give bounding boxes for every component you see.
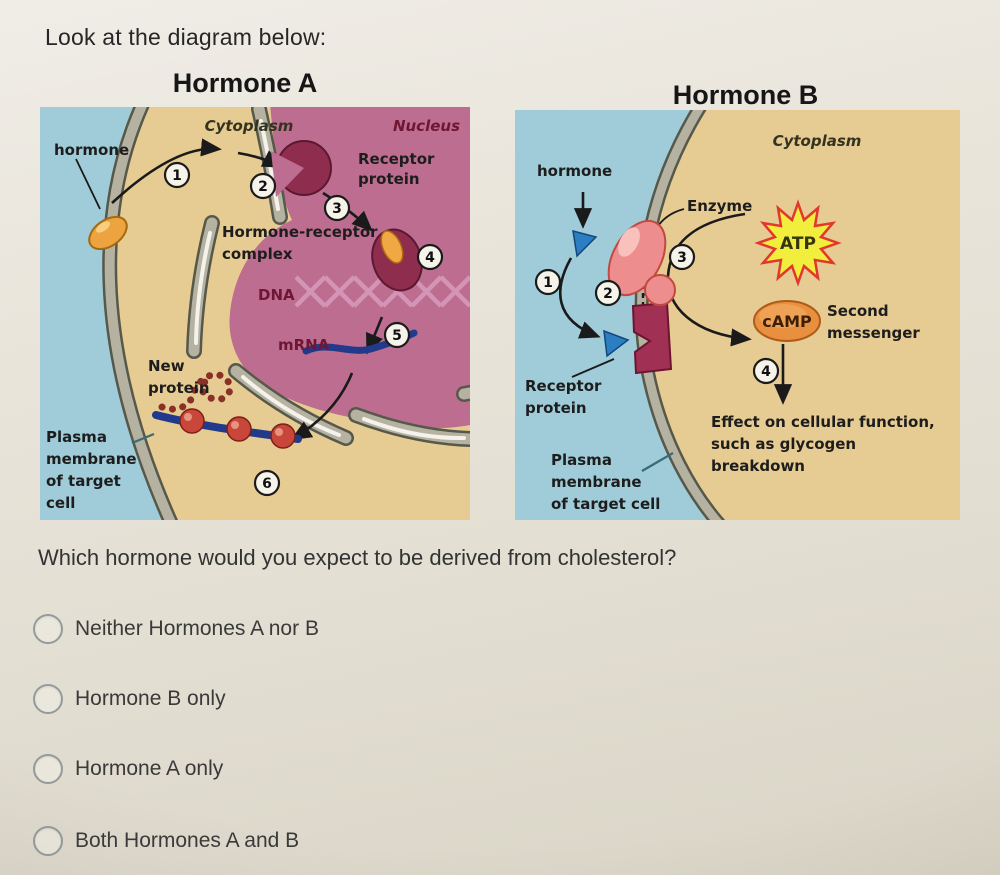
svg-text:3: 3 (677, 250, 687, 266)
label-plasma-membrane-b1: Plasma (551, 451, 612, 469)
option-row-3[interactable]: Hormone A only (33, 754, 223, 784)
diagram-hormone-b: ATP cAMP Cytoplasm hormone Enzyme Second… (515, 110, 960, 520)
radio-option-1[interactable] (33, 614, 63, 644)
option-row-1[interactable]: Neither Hormones A nor B (33, 614, 319, 644)
radio-option-4[interactable] (33, 826, 63, 856)
svg-text:6: 6 (262, 476, 272, 492)
label-plasma-membrane-a3: of target (46, 472, 121, 490)
label-plasma-membrane-a4: cell (46, 494, 75, 512)
option-row-4[interactable]: Both Hormones A and B (33, 826, 299, 856)
svg-text:2: 2 (258, 179, 268, 195)
step-circle-b2: 2 (594, 279, 622, 307)
question-text: Which hormone would you expect to be der… (38, 545, 677, 570)
label-plasma-membrane-a1: Plasma (46, 428, 107, 446)
label-hr-complex-1: Hormone-receptor (222, 223, 378, 241)
option-row-2[interactable]: Hormone B only (33, 684, 226, 714)
step-circle-b4: 4 (752, 357, 780, 385)
label-hormone-b: hormone (537, 162, 612, 180)
enzyme-shape (607, 219, 676, 306)
label-receptor-protein-b1: Receptor (525, 377, 602, 395)
option-label-3[interactable]: Hormone A only (75, 757, 224, 780)
plasma-membrane-a (102, 107, 179, 520)
label-receptor-protein-a2: protein (358, 170, 420, 188)
prompt-text: Look at the diagram below: (45, 24, 327, 50)
pathway-arrows-b (558, 192, 793, 472)
label-receptor-protein-b2: protein (525, 399, 587, 417)
receptor-protein-shape-b (631, 301, 673, 375)
svg-text:5: 5 (392, 328, 402, 344)
label-second-messenger-2: messenger (827, 324, 920, 342)
receptor-protein-shape-a (271, 140, 332, 197)
hormone-molecule-b (572, 229, 598, 258)
option-label-1[interactable]: Neither Hormones A nor B (75, 617, 319, 640)
label-plasma-membrane-b3: of target cell (551, 495, 660, 513)
label-receptor-protein-a1: Receptor (358, 150, 435, 168)
label-effect-1: Effect on cellular function, (711, 413, 935, 431)
step-circle-b1: 1 (534, 268, 562, 296)
label-mrna: mRNA (278, 336, 330, 354)
step-circle-a1: 1 (163, 161, 191, 189)
label-enzyme: Enzyme (687, 197, 752, 215)
radio-option-3[interactable] (33, 754, 63, 784)
option-label-2[interactable]: Hormone B only (75, 687, 226, 710)
svg-text:4: 4 (761, 364, 771, 380)
hormone-molecule-a (88, 215, 128, 251)
label-new-protein-1: New (148, 357, 185, 375)
label-plasma-membrane-b2: membrane (551, 473, 642, 491)
label-cytoplasm-a: Cytoplasm (205, 117, 294, 135)
atp-burst: ATP (754, 199, 842, 287)
label-effect-3: breakdown (711, 457, 805, 475)
label-hr-complex-2: complex (222, 245, 293, 263)
label-hormone-a: hormone (54, 141, 129, 159)
svg-text:1: 1 (172, 168, 182, 184)
hormone-bound-to-receptor (603, 329, 630, 358)
step-circle-a3: 3 (323, 194, 351, 222)
hormone-receptor-complex-shape (371, 228, 423, 292)
label-second-messenger-1: Second (827, 302, 889, 320)
label-effect-2: such as glycogen (711, 435, 856, 453)
radio-option-2[interactable] (33, 684, 63, 714)
diagram-b-title: Hormone B (672, 80, 819, 110)
camp-ellipse: cAMP (753, 300, 821, 342)
label-dna: DNA (258, 286, 295, 304)
new-protein-chain (158, 371, 234, 413)
step-circle-a4: 4 (416, 243, 444, 271)
svg-text:1: 1 (543, 275, 553, 291)
label-nucleus: Nucleus (393, 117, 460, 135)
option-label-4[interactable]: Both Hormones A and B (75, 829, 300, 852)
svg-text:4: 4 (425, 250, 435, 266)
svg-text:2: 2 (603, 286, 613, 302)
nuclear-envelope (186, 107, 470, 447)
step-circle-a2: 2 (249, 172, 277, 200)
label-camp: cAMP (762, 312, 812, 331)
label-plasma-membrane-a2: membrane (46, 450, 137, 468)
label-atp: ATP (780, 234, 816, 254)
step-circle-b3: 3 (668, 243, 696, 271)
step-circle-a6: 6 (253, 469, 281, 497)
ribosomes (152, 408, 302, 449)
svg-text:3: 3 (332, 201, 342, 217)
diagram-hormone-a: Cytoplasm Nucleus hormone Receptor prote… (40, 107, 470, 520)
diagram-a-title: Hormone A (172, 68, 318, 98)
label-new-protein-2: protein (148, 379, 210, 397)
step-circle-a5: 5 (383, 321, 411, 349)
label-cytoplasm-b: Cytoplasm (773, 132, 862, 150)
